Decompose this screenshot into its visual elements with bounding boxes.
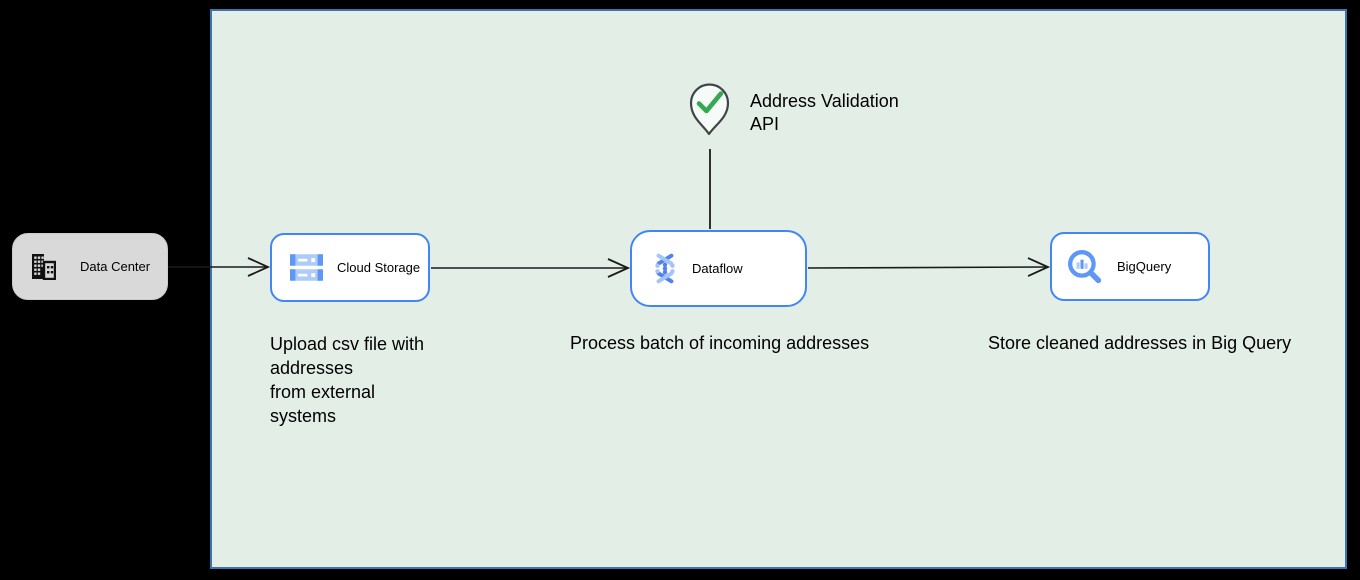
upload-note-line: addresses [270,358,354,378]
upload-note-line: Upload csv file with [270,334,425,354]
node-dataflow-label: Dataflow [692,261,743,276]
node-datacenter[interactable]: Data Center [12,233,168,300]
cloud-storage-icon [288,251,325,284]
store-note: Store cleaned addresses in Big Query [988,333,1292,353]
node-cloud-storage[interactable]: Cloud Storage [270,233,430,302]
node-dataflow[interactable]: Dataflow [630,230,807,307]
address-validation-line2: API [750,114,780,134]
building-icon [31,253,56,280]
address-validation-line1: Address Validation [750,91,899,111]
process-note: Process batch of incoming addresses [570,333,870,353]
node-datacenter-label: Data Center [80,259,151,274]
address-validation-api-label: Address Validation API [750,90,899,136]
bigquery-icon [1066,248,1103,285]
node-bigquery[interactable]: BigQuery [1050,232,1210,301]
node-cloud-storage-label: Cloud Storage [337,260,421,275]
node-bigquery-label: BigQuery [1117,259,1172,274]
dataflow-icon [651,249,679,288]
upload-note: Upload csv file with addresses from exte… [270,332,424,428]
upload-note-line: from external [270,382,376,402]
upload-note-line: systems [270,406,337,426]
